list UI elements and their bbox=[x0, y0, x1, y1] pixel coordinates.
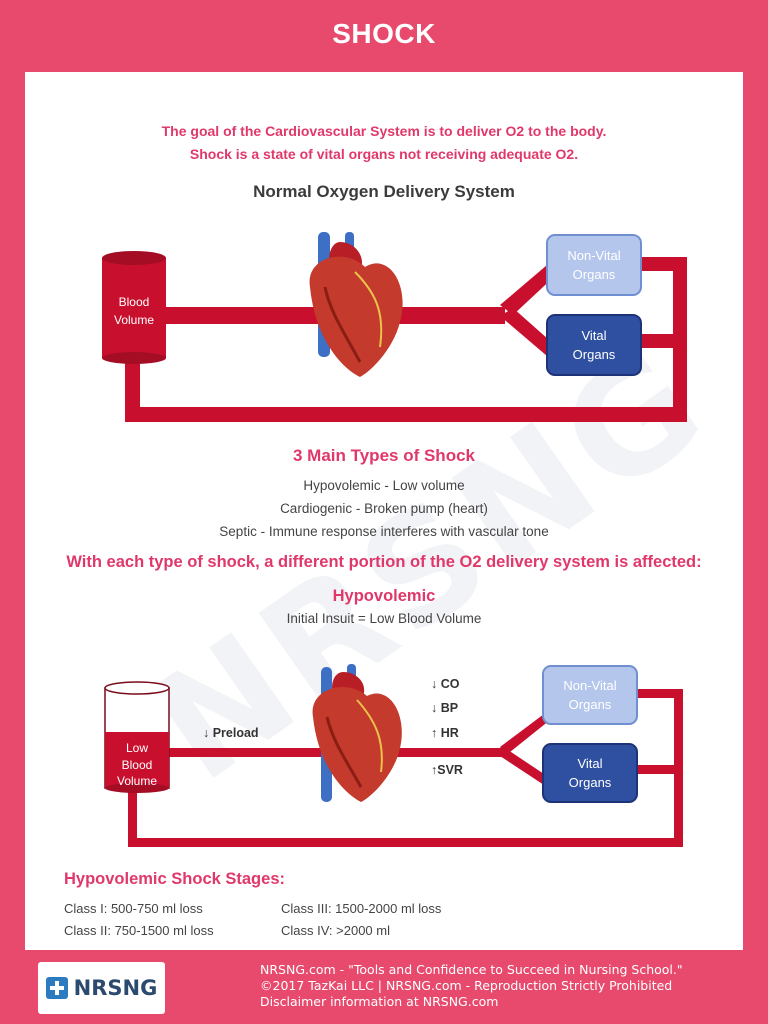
hypo-branch-up bbox=[500, 714, 550, 756]
bp-label: ↓ BP bbox=[431, 701, 458, 715]
vein-to-container bbox=[125, 354, 140, 422]
hypo-nonvital-organs-box: Non-Vital Organs bbox=[542, 665, 638, 725]
branch-down bbox=[500, 308, 557, 356]
nonvital-label-1: Non-Vital bbox=[567, 248, 620, 263]
hypo-container-label-1: Low bbox=[126, 741, 148, 755]
hypo-container-label-2: Blood bbox=[122, 758, 153, 772]
hypo-vein-top bbox=[635, 689, 683, 698]
vital-label-2: Organs bbox=[573, 347, 616, 362]
hypo-branch-down bbox=[500, 748, 550, 785]
stage-class-3: Class III: 1500-2000 ml loss bbox=[281, 901, 442, 916]
logo-text: NRSNG bbox=[73, 976, 158, 1000]
hypo-vein-vertical bbox=[674, 689, 683, 847]
hypovolemic-insult: Initial Insuit = Low Blood Volume bbox=[286, 611, 482, 626]
normal-delivery-diagram: Blood Volume Non-Vital Organs Vital Orga… bbox=[102, 232, 687, 422]
container-label-1: Blood bbox=[119, 295, 150, 309]
types-heading: 3 Main Types of Shock bbox=[292, 446, 475, 465]
intro-text: The goal of the Cardiovascular System is… bbox=[25, 120, 743, 166]
each-type-line: With each type of shock, a different por… bbox=[66, 553, 702, 571]
hypo-vital-label-1: Vital bbox=[577, 756, 602, 771]
svr-label: ↑SVR bbox=[431, 763, 463, 777]
footer-line-1: NRSNG.com - "Tools and Confidence to Suc… bbox=[260, 962, 683, 977]
footer-line-3: Disclaimer information at NRSNG.com bbox=[260, 994, 499, 1009]
low-blood-volume-container: Low Blood Volume bbox=[104, 681, 170, 793]
artery-line-2 bbox=[380, 307, 505, 324]
branch-up bbox=[500, 265, 557, 315]
container-label-2: Volume bbox=[114, 313, 154, 327]
types-list: Hypovolemic - Low volume Cardiogenic - B… bbox=[25, 474, 743, 543]
hypo-nonvital-label-2: Organs bbox=[569, 697, 612, 712]
stage-class-4: Class IV: >2000 ml bbox=[281, 923, 390, 938]
hypovolemic-diagram: Low Blood Volume ↓ Preload ↓ CO ↓ BP ↑ H… bbox=[104, 664, 683, 847]
hypo-vein-return bbox=[128, 838, 683, 847]
vein-return bbox=[125, 407, 687, 422]
hypo-vein-mid bbox=[635, 765, 683, 774]
hypo-vital-organs-box: Vital Organs bbox=[542, 743, 638, 803]
intro-line-2: Shock is a state of vital organs not rec… bbox=[189, 146, 579, 162]
co-label: ↓ CO bbox=[431, 677, 460, 691]
footer-text: NRSNG.com - "Tools and Confidence to Suc… bbox=[260, 962, 760, 1010]
vein-vertical bbox=[673, 257, 687, 422]
blood-volume-container: Blood Volume bbox=[102, 251, 166, 364]
vital-label-1: Vital bbox=[581, 328, 606, 343]
nrsng-logo[interactable]: NRSNG bbox=[38, 962, 165, 1014]
intro-line-1: The goal of the Cardiovascular System is… bbox=[161, 123, 607, 139]
page-title: SHOCK bbox=[332, 18, 436, 49]
stage-class-1: Class I: 500-750 ml loss bbox=[64, 901, 203, 916]
nonvital-label-2: Organs bbox=[573, 267, 616, 282]
type-item-hypovolemic: Hypovolemic - Low volume bbox=[303, 478, 465, 493]
hr-label: ↑ HR bbox=[431, 726, 459, 740]
plus-cross-icon bbox=[45, 977, 68, 999]
stages-heading: Hypovolemic Shock Stages: bbox=[64, 870, 285, 888]
heart-icon bbox=[309, 232, 403, 377]
nonvital-organs-box: Non-Vital Organs bbox=[546, 234, 642, 296]
hypo-heart-icon bbox=[312, 664, 402, 802]
type-item-septic: Septic - Immune response interferes with… bbox=[219, 524, 549, 539]
hypo-vein-to-container bbox=[128, 787, 137, 847]
type-item-cardiogenic: Cardiogenic - Broken pump (heart) bbox=[280, 501, 488, 516]
hypovolemic-heading: Hypovolemic bbox=[332, 587, 436, 605]
hypo-nonvital-label-1: Non-Vital bbox=[563, 678, 616, 693]
hypo-container-label-3: Volume bbox=[117, 774, 157, 788]
normal-diagram-heading: Normal Oxygen Delivery System bbox=[253, 182, 515, 201]
hypo-vital-label-2: Organs bbox=[569, 775, 612, 790]
content-card: NRSNG The goal of the Cardiovascular Sys… bbox=[25, 72, 743, 950]
stage-class-2: Class II: 750-1500 ml loss bbox=[64, 923, 214, 938]
vital-organs-box: Vital Organs bbox=[546, 314, 642, 376]
preload-label: ↓ Preload bbox=[203, 726, 259, 740]
footer-line-2: ©2017 TazKai LLC | NRSNG.com - Reproduct… bbox=[260, 978, 673, 993]
